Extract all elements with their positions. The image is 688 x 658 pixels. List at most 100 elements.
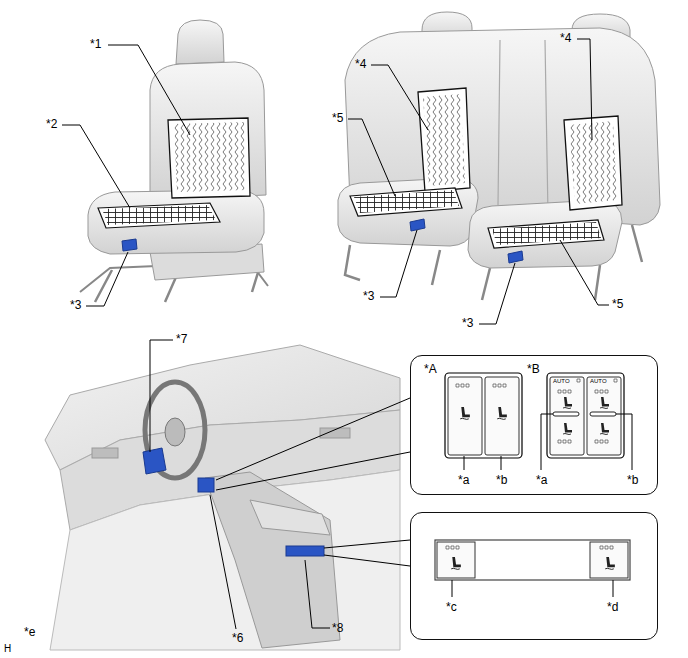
leader-line xyxy=(62,125,130,208)
heater-mat xyxy=(98,203,220,228)
seat-back xyxy=(150,62,266,200)
callout-label: *b xyxy=(627,474,638,486)
connector-part xyxy=(122,239,137,251)
switch-button xyxy=(590,542,628,578)
inset-panel: *c *d xyxy=(410,512,658,640)
switch-marking: AUTO xyxy=(553,378,570,384)
seat-divider xyxy=(498,40,548,215)
switch-part xyxy=(286,546,324,556)
air-vent xyxy=(92,448,118,458)
seat-heater-icon xyxy=(460,407,470,419)
heater-wire xyxy=(569,121,617,204)
callout-label: *4 xyxy=(355,58,366,70)
switch-button xyxy=(550,377,584,455)
callout-label: *d xyxy=(607,601,618,613)
seat-vent-icon xyxy=(563,423,572,435)
callout-label: *a xyxy=(458,474,469,486)
seat-heater-icon xyxy=(605,557,615,569)
callout-label: *B xyxy=(527,363,540,375)
heater-mat xyxy=(418,88,470,192)
switch-divider xyxy=(590,412,616,416)
inset-ground xyxy=(410,355,658,495)
center-console xyxy=(205,472,340,648)
callout-label: *8 xyxy=(332,622,343,634)
leader-line xyxy=(380,230,417,297)
leader-line xyxy=(479,263,515,324)
leader-line xyxy=(577,39,592,140)
switch-inset xyxy=(410,355,658,495)
callout-label: *5 xyxy=(612,298,623,310)
switch-button xyxy=(485,377,519,455)
callout-label: *A xyxy=(424,363,437,375)
leader-line xyxy=(452,580,613,597)
inset-panel: *A *B AUTO AUTO *a *b *a *b xyxy=(410,355,658,495)
leader-line xyxy=(371,65,428,130)
callout-label: *2 xyxy=(46,118,57,130)
switch-divider xyxy=(553,412,579,416)
rear-switch-panel xyxy=(435,540,630,580)
callout-label: *3 xyxy=(462,317,473,329)
switch-body xyxy=(445,373,522,458)
switch-inset xyxy=(410,512,658,640)
switch-part xyxy=(198,478,214,492)
rear-seat xyxy=(338,12,660,300)
indicator-dots xyxy=(558,379,617,443)
switch-button xyxy=(587,377,621,455)
leader-line xyxy=(86,252,128,306)
callout-label: *6 xyxy=(232,632,243,644)
headrest xyxy=(176,20,224,64)
heater-mat xyxy=(564,116,622,210)
callout-label: *5 xyxy=(332,112,343,124)
heater-mat xyxy=(350,188,462,216)
seat-heater-icon xyxy=(497,407,507,419)
switch-marking: AUTO xyxy=(590,378,607,384)
callout-label: *e xyxy=(24,626,35,638)
callout-label: *a xyxy=(536,474,547,486)
leader-line xyxy=(210,495,236,629)
indicator-dots xyxy=(456,384,506,387)
switch-button xyxy=(448,377,482,455)
heater-mat xyxy=(168,118,250,198)
inset-pointer xyxy=(216,398,410,490)
callout-label: H xyxy=(4,644,11,654)
heater-wire xyxy=(354,190,459,213)
callout-label: *3 xyxy=(70,299,81,311)
switch-body xyxy=(547,373,624,458)
callout-label: *b xyxy=(496,474,507,486)
leader-line xyxy=(108,45,190,135)
seat-heater-icon xyxy=(600,397,609,409)
connector-part xyxy=(410,219,425,231)
heater-wire xyxy=(102,205,216,225)
leader-line xyxy=(560,240,609,305)
inset-ground xyxy=(410,512,658,640)
dashboard xyxy=(45,345,400,650)
leader-line xyxy=(150,340,173,452)
leader-line xyxy=(348,119,395,196)
callout-label: *1 xyxy=(90,38,101,50)
seat-cushion xyxy=(468,200,622,268)
callout-label: *c xyxy=(446,601,457,613)
callout-label: *4 xyxy=(560,32,571,44)
seat-heater-icon xyxy=(563,397,572,409)
floor xyxy=(50,470,400,650)
steering-hub xyxy=(165,418,185,446)
front-seat xyxy=(80,20,268,302)
heater-wire xyxy=(492,222,601,245)
leader-line xyxy=(305,560,330,628)
heater-wire xyxy=(423,94,465,186)
seat-cushion xyxy=(88,190,264,254)
armrest xyxy=(250,500,330,535)
heater-wire xyxy=(174,122,246,192)
seat-heater-icon xyxy=(451,557,461,569)
leader-line xyxy=(464,414,632,470)
seat-back xyxy=(345,28,660,225)
callout-label: *3 xyxy=(363,290,374,302)
seat-vent-icon xyxy=(600,423,609,435)
callout-label: *7 xyxy=(176,333,187,345)
indicator-dots xyxy=(446,546,613,549)
inset-pointer xyxy=(324,540,410,566)
heater-mat xyxy=(488,220,604,248)
